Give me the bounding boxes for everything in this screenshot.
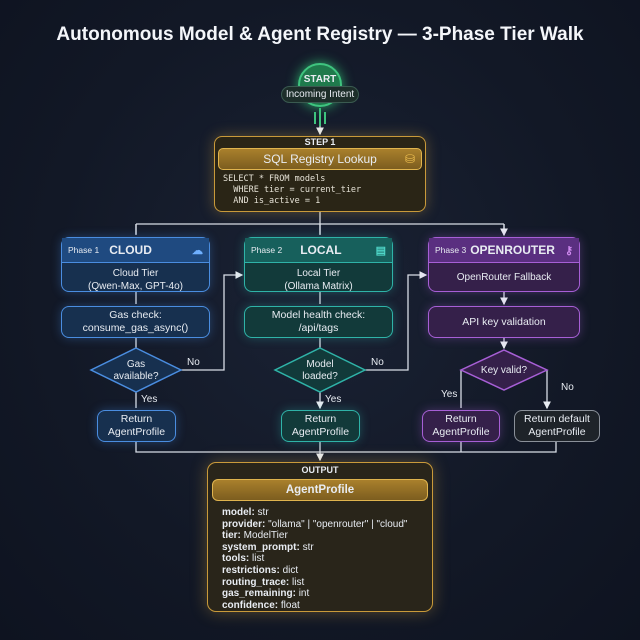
phase-tier: Cloud Tier (Qwen-Max, GPT-4o) [87,268,184,292]
database-icon: ⛁ [404,152,415,166]
no-label: No [187,357,200,368]
decision-key-label: Key valid? [480,365,528,376]
field-key: provider: [222,518,266,530]
yes-label: Yes [441,389,458,400]
return-openrouter: Return AgentProfile [422,410,500,442]
return-cloud: Return AgentProfile [97,410,176,442]
field-key: confidence: [222,599,279,611]
yes-label: Yes [141,394,158,405]
field-type: dict [279,564,299,576]
yes-label: Yes [325,394,342,405]
field-key: restrictions: [222,564,280,576]
field-type: "ollama" | "openrouter" | "cloud" [265,518,408,530]
decision-gas [89,347,183,393]
phase-num: Phase 1 [68,245,100,255]
step1-label: STEP 1 [304,137,336,147]
return-local: Return AgentProfile [281,410,360,442]
health-check: Model health check: /api/tags [244,306,393,338]
server-icon: ▤ [375,244,386,257]
field-type: float [278,599,300,611]
decision-model [273,347,367,393]
no-label: No [561,382,574,393]
api-key-validation: API key validation [428,306,580,338]
key-icon: ⚷ [564,244,573,257]
no-label: No [371,357,384,368]
field-key: model: [222,507,255,518]
phase-tier: OpenRouter Fallback [456,272,552,283]
phase-local: Phase 2 LOCAL ▤ Local Tier (Ollama Matrix) [244,237,393,292]
glow-icon [314,108,326,126]
step1-title: SQL Registry Lookup ⛁ [218,148,422,170]
decision-key [459,349,549,391]
field-row: restrictions: dict [222,565,407,577]
field-row: provider: "ollama" | "openrouter" | "clo… [222,519,407,531]
page-title: Autonomous Model & Agent Registry — 3-Ph… [56,24,584,45]
field-key: routing_trace: [222,576,290,588]
gas-check: Gas check: consume_gas_async() [61,306,210,338]
field-type: str [299,541,314,553]
phase-name: CLOUD [109,243,152,257]
field-row: system_prompt: str [222,542,407,554]
field-type: str [254,507,269,518]
output-title: AgentProfile [212,479,428,501]
cloud-icon: ☁ [192,244,203,257]
output-label: OUTPUT [301,465,339,475]
field-type: list [289,576,305,588]
phase-num: Phase 2 [251,245,283,255]
phase-num: Phase 3 [435,245,467,255]
decision-model-label: Model loaded? [302,359,338,382]
return-default: Return default AgentProfile [514,410,600,442]
field-row: model: str [222,507,407,519]
field-row: tier: ModelTier [222,530,407,542]
field-row: confidence: float [222,600,407,612]
step1-title-text: SQL Registry Lookup [263,152,377,166]
phase-tier: Local Tier (Ollama Matrix) [284,268,353,292]
phase-name: OPENROUTER [470,243,555,257]
field-row: tools: list [222,553,407,565]
field-key: gas_remaining: [222,588,296,600]
field-key: tier: [222,530,241,542]
incoming-intent: Incoming Intent [281,86,359,103]
decision-gas-label: Gas available? [113,359,159,382]
sql-code: SELECT * FROM models WHERE tier = curren… [223,174,362,206]
field-type: list [249,553,265,565]
field-row: routing_trace: list [222,577,407,589]
field-type: ModelTier [240,530,288,542]
phase-name: LOCAL [300,243,342,257]
field-row: gas_remaining: int [222,588,407,600]
field-key: system_prompt: [222,541,300,553]
field-type: int [295,588,310,600]
phase-cloud: Phase 1 CLOUD ☁ Cloud Tier (Qwen-Max, GPT-… [61,237,210,292]
field-key: tools: [222,553,250,565]
